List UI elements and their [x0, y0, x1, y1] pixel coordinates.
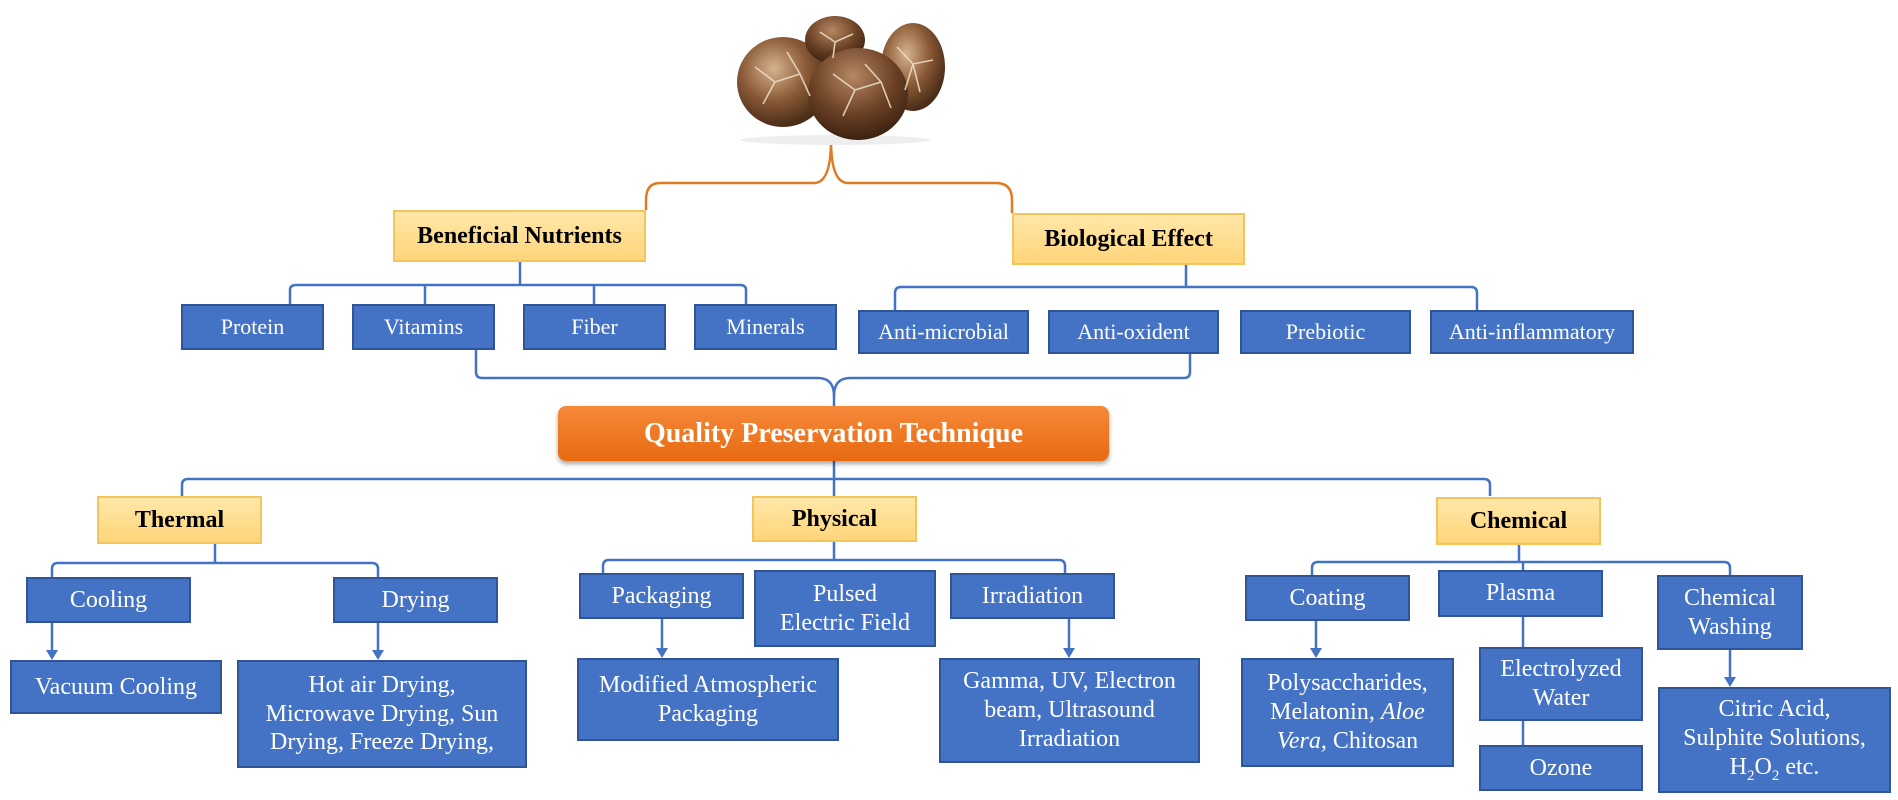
chemical-label: Chemical — [1469, 507, 1568, 534]
nutrient-minerals: Minerals — [694, 304, 837, 350]
ozone-box: Ozone — [1479, 745, 1643, 791]
pef-line-2: Electric Field — [780, 609, 910, 636]
thermal-label: Thermal — [134, 506, 225, 533]
map-line-2: Packaging — [658, 700, 758, 727]
coating-vera: Vera, — [1276, 727, 1327, 754]
nutrient-fiber-label: Fiber — [571, 313, 618, 339]
coating-chitosan: Chitosan — [1332, 727, 1419, 754]
packaging-box: Packaging — [579, 573, 744, 619]
h2o2-etc: etc. — [1779, 753, 1820, 780]
nutrient-fiber: Fiber — [523, 304, 666, 350]
arrowheads — [46, 648, 1736, 687]
physical-label: Physical — [791, 505, 878, 532]
drying-methods-box: Hot air Drying, Microwave Drying, Sun Dr… — [237, 660, 527, 768]
mushroom-image — [737, 16, 945, 145]
coating-box: Coating — [1245, 575, 1410, 621]
irradiation-line-3: Irradiation — [1018, 725, 1121, 752]
coating-melatonin: Melatonin, — [1270, 699, 1375, 726]
h2o2-sub-1: 2 — [1747, 767, 1755, 784]
drying-box: Drying — [333, 577, 498, 623]
nutrient-protein: Protein — [181, 304, 324, 350]
beneficial-nutrients-box: Beneficial Nutrients — [393, 210, 646, 262]
washing-agents-box: Citric Acid, Sulphite Solutions, H2O2 et… — [1658, 687, 1891, 793]
effect-anti-oxident: Anti-oxident — [1048, 310, 1219, 354]
drying-methods-line-2: Microwave Drying, Sun — [265, 700, 499, 727]
effect-anti-oxident-label: Anti-oxident — [1077, 318, 1190, 344]
drying-methods-line-3: Drying, Freeze Drying, — [270, 729, 494, 756]
packaging-label: Packaging — [611, 582, 712, 609]
washing-line-1: Chemical — [1684, 584, 1776, 611]
washing-agents-line-1: Citric Acid, — [1718, 696, 1831, 723]
h2o2-h: H — [1729, 753, 1747, 780]
nutrient-protein-label: Protein — [220, 313, 285, 339]
plasma-label: Plasma — [1485, 580, 1556, 607]
coating-materials-box: Polysaccharides, Melatonin, Aloe Vera, C… — [1241, 658, 1454, 767]
effect-anti-microbial-label: Anti-microbial — [878, 318, 1009, 344]
effect-prebiotic: Prebiotic — [1240, 310, 1411, 354]
biological-effect-box: Biological Effect — [1012, 213, 1245, 265]
blue-connectors — [50, 262, 1732, 745]
effect-anti-microbial: Anti-microbial — [858, 310, 1029, 354]
pulsed-electric-field-box: Pulsed Electric Field — [754, 570, 936, 647]
cooling-label: Cooling — [69, 586, 148, 613]
vacuum-cooling-box: Vacuum Cooling — [10, 660, 222, 714]
ozone-label: Ozone — [1529, 754, 1593, 781]
plasma-box: Plasma — [1438, 570, 1603, 617]
nutrient-minerals-label: Minerals — [726, 313, 805, 339]
coating-line-1: Polysaccharides, — [1267, 670, 1428, 697]
modified-atmospheric-packaging-box: Modified Atmospheric Packaging — [577, 658, 839, 741]
coating-aloe: Aloe — [1380, 699, 1425, 726]
vacuum-cooling-label: Vacuum Cooling — [35, 673, 197, 700]
quality-preservation-box: Quality Preservation Technique — [558, 406, 1109, 461]
cooling-box: Cooling — [26, 577, 191, 623]
washing-agents-line-3: H2O2 etc. — [1683, 753, 1866, 785]
irradiation-line-1: Gamma, UV, Electron — [963, 668, 1176, 695]
thermal-box: Thermal — [97, 496, 262, 544]
coating-line-3: Vera, Chitosan — [1267, 727, 1428, 756]
coating-line-2: Melatonin, Aloe — [1267, 698, 1428, 727]
drying-methods-line-1: Hot air Drying, — [308, 671, 456, 698]
irradiation-label: Irradiation — [981, 582, 1084, 609]
irradiation-box: Irradiation — [950, 573, 1115, 619]
electrolyzed-line-2: Water — [1532, 685, 1590, 711]
h2o2-o: O — [1754, 753, 1772, 780]
physical-box: Physical — [752, 496, 917, 542]
washing-line-2: Washing — [1688, 613, 1772, 640]
washing-agents-line-2: Sulphite Solutions, — [1683, 725, 1866, 752]
nutrient-vitamins-label: Vitamins — [383, 313, 464, 339]
beneficial-nutrients-label: Beneficial Nutrients — [417, 222, 622, 249]
irradiation-line-2: beam, Ultrasound — [984, 697, 1155, 724]
chemical-box: Chemical — [1436, 497, 1601, 545]
electrolyzed-line-1: Electrolyzed — [1500, 656, 1622, 683]
biological-effect-label: Biological Effect — [1044, 225, 1213, 252]
drying-label: Drying — [381, 586, 450, 613]
orange-connectors — [644, 139, 1014, 213]
h2o2-sub-2: 2 — [1771, 767, 1780, 784]
effect-prebiotic-label: Prebiotic — [1285, 318, 1366, 344]
quality-preservation-label: Quality Preservation Technique — [643, 417, 1024, 449]
irradiation-methods-box: Gamma, UV, Electron beam, Ultrasound Irr… — [939, 658, 1200, 763]
coating-label: Coating — [1289, 584, 1366, 611]
map-line-1: Modified Atmospheric — [599, 671, 817, 698]
nutrient-vitamins: Vitamins — [352, 304, 495, 350]
pef-line-1: Pulsed — [812, 580, 877, 607]
effect-anti-inflammatory: Anti-inflammatory — [1430, 310, 1634, 354]
chemical-washing-box: Chemical Washing — [1657, 575, 1803, 650]
effect-anti-inflammatory-label: Anti-inflammatory — [1448, 318, 1616, 344]
electrolyzed-water-box: Electrolyzed Water — [1479, 647, 1643, 721]
